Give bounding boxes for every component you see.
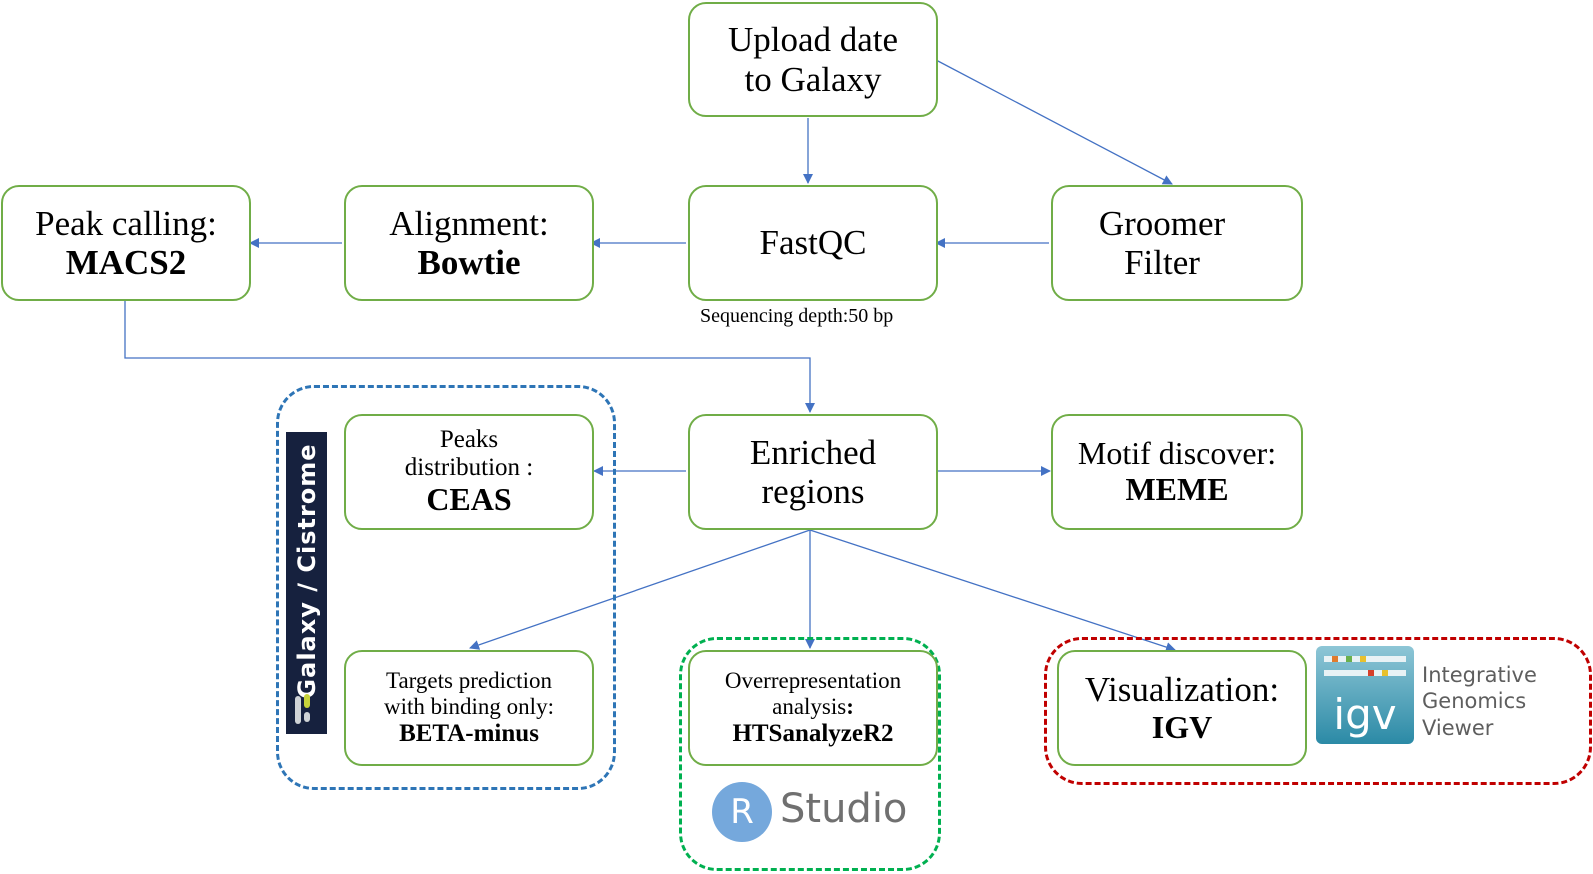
enriched-line2: regions — [761, 472, 865, 511]
targets-prediction-node: Targets prediction with binding only: BE… — [344, 650, 594, 766]
alignment-node: Alignment: Bowtie — [344, 185, 594, 301]
igv-icon-text: igv — [1333, 690, 1397, 739]
visualization-node: Visualization: IGV — [1057, 650, 1307, 766]
peaks-dist-tool: CEAS — [426, 481, 512, 518]
overrep-line2-wrap: analysis: — [772, 694, 854, 720]
arrow-enriched-visualization — [809, 529, 1176, 652]
upload-node: Upload date to Galaxy — [688, 2, 938, 117]
groomer-line2: Filter — [1124, 243, 1200, 282]
peaks-dist-line2: distribution : — [404, 454, 534, 482]
upload-line2: to Galaxy — [744, 59, 882, 99]
fastqc-note: Sequencing depth:50 bp — [700, 305, 894, 327]
overrep-colon: : — [846, 694, 854, 719]
motif-discover-node: Motif discover: MEME — [1051, 414, 1303, 530]
motif-line1: Motif discover: — [1077, 435, 1277, 472]
peaks-dist-line1: Peaks — [439, 426, 499, 454]
targets-tool: BETA-minus — [399, 719, 539, 747]
overrepresentation-node: Overrepresentation analysis: HTSanalyzeR… — [688, 650, 938, 766]
galaxy-cistrome-group — [276, 385, 616, 790]
groomer-line1: Groomer — [1098, 203, 1226, 243]
targets-line2: with binding only: — [384, 694, 554, 719]
overrep-line2: analysis — [772, 694, 847, 719]
groomer-node: Groomer Filter — [1051, 185, 1303, 301]
peaks-distribution-node: Peaks distribution : CEAS — [344, 414, 594, 530]
motif-tool: MEME — [1125, 471, 1229, 507]
peak-calling-tool: MACS2 — [65, 243, 187, 282]
igv-line1: Integrative — [1422, 663, 1537, 687]
visualization-line1: Visualization: — [1084, 670, 1280, 710]
arrow-enriched-targets — [469, 529, 811, 650]
fastqc-node: FastQC — [688, 185, 938, 301]
peak-calling-line1: Peak calling: — [35, 203, 217, 243]
targets-line1: Targets prediction — [386, 668, 552, 694]
rstudio-r-icon: R — [712, 782, 772, 842]
igv-group — [1044, 637, 1592, 785]
alignment-tool: Bowtie — [417, 243, 521, 282]
igv-line2: Genomics — [1422, 689, 1527, 714]
rstudio-word: Studio — [780, 786, 908, 832]
galaxy-logo-text: Galaxy / Cistrome — [292, 443, 321, 699]
rstudio-logo: R Studio — [712, 782, 912, 842]
igv-logo-text: Integrative Genomics Viewer — [1422, 662, 1537, 741]
arrow-upload-groomer — [935, 59, 1173, 185]
galaxy-cistrome-logo: Galaxy / Cistrome — [286, 432, 327, 734]
fastqc-label: FastQC — [759, 223, 867, 263]
igv-logo-icon: igv — [1316, 646, 1414, 744]
arrow-peakcalling-enriched — [124, 300, 815, 413]
enriched-line1: Enriched — [749, 432, 877, 472]
galaxy-logo-mark-icon — [295, 696, 301, 724]
igv-line3: Viewer — [1422, 715, 1494, 740]
rstudio-group — [679, 637, 941, 871]
overrep-line1: Overrepresentation — [724, 668, 902, 694]
peak-calling-node: Peak calling: MACS2 — [1, 185, 251, 301]
upload-line1: Upload date — [727, 20, 899, 60]
enriched-regions-node: Enriched regions — [688, 414, 938, 530]
alignment-line1: Alignment: — [389, 203, 549, 243]
visualization-tool: IGV — [1151, 708, 1213, 745]
overrep-tool: HTSanalyzeR2 — [732, 719, 894, 747]
